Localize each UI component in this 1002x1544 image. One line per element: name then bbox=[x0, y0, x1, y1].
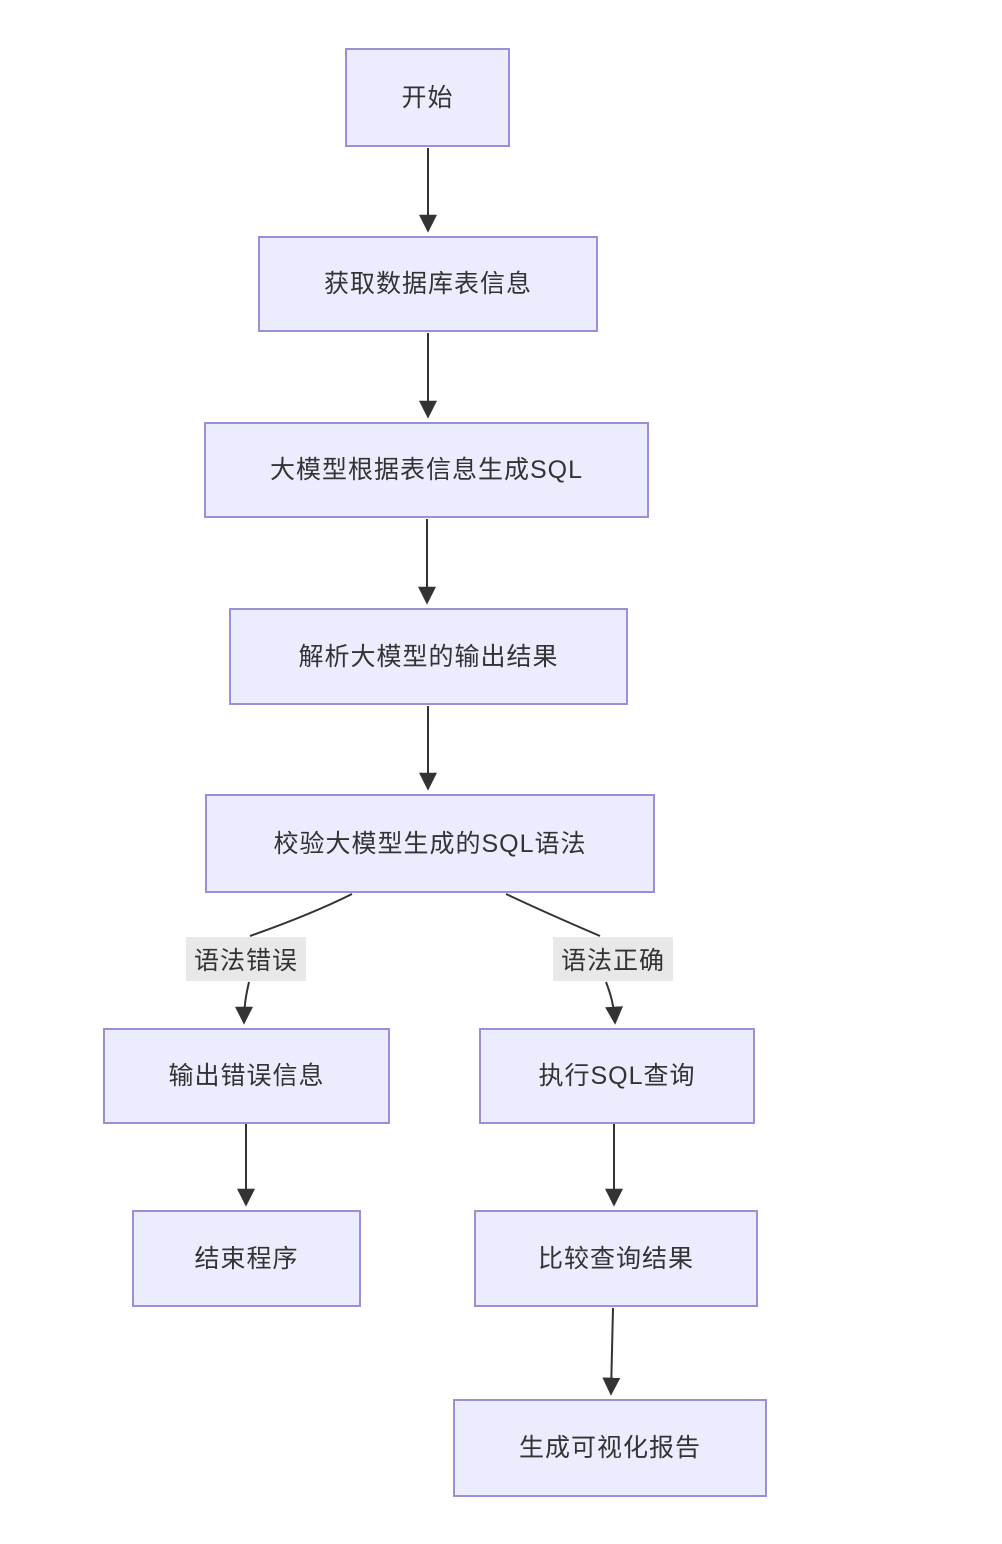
flowchart-node-fetch-table-info: 获取数据库表信息 bbox=[258, 236, 598, 332]
flowchart-node-validate-sql-syntax: 校验大模型生成的SQL语法 bbox=[205, 794, 655, 893]
edge-validate-to-exec-upper bbox=[505, 893, 601, 937]
edge-compare-to-report bbox=[602, 1307, 621, 1396]
flowchart-node-generate-visual-report: 生成可视化报告 bbox=[453, 1399, 767, 1497]
flowchart-node-output-error-info: 输出错误信息 bbox=[103, 1028, 390, 1124]
flowchart-node-compare-query-results: 比较查询结果 bbox=[474, 1210, 758, 1307]
edge-label-syntax-error: 语法错误 bbox=[185, 937, 307, 981]
flowchart-node-generate-sql: 大模型根据表信息生成SQL bbox=[204, 422, 649, 518]
edge-validate-to-exec-lower bbox=[605, 981, 624, 1025]
flowchart-node-end-program: 结束程序 bbox=[132, 1210, 361, 1307]
flowchart-node-parse-output: 解析大模型的输出结果 bbox=[229, 608, 628, 705]
flowchart-node-execute-sql-query: 执行SQL查询 bbox=[479, 1028, 755, 1124]
edge-validate-to-error-lower bbox=[235, 981, 254, 1025]
edge-validate-to-error-upper bbox=[249, 893, 353, 937]
flowchart-node-start: 开始 bbox=[345, 48, 510, 147]
edge-label-syntax-correct: 语法正确 bbox=[552, 937, 674, 981]
